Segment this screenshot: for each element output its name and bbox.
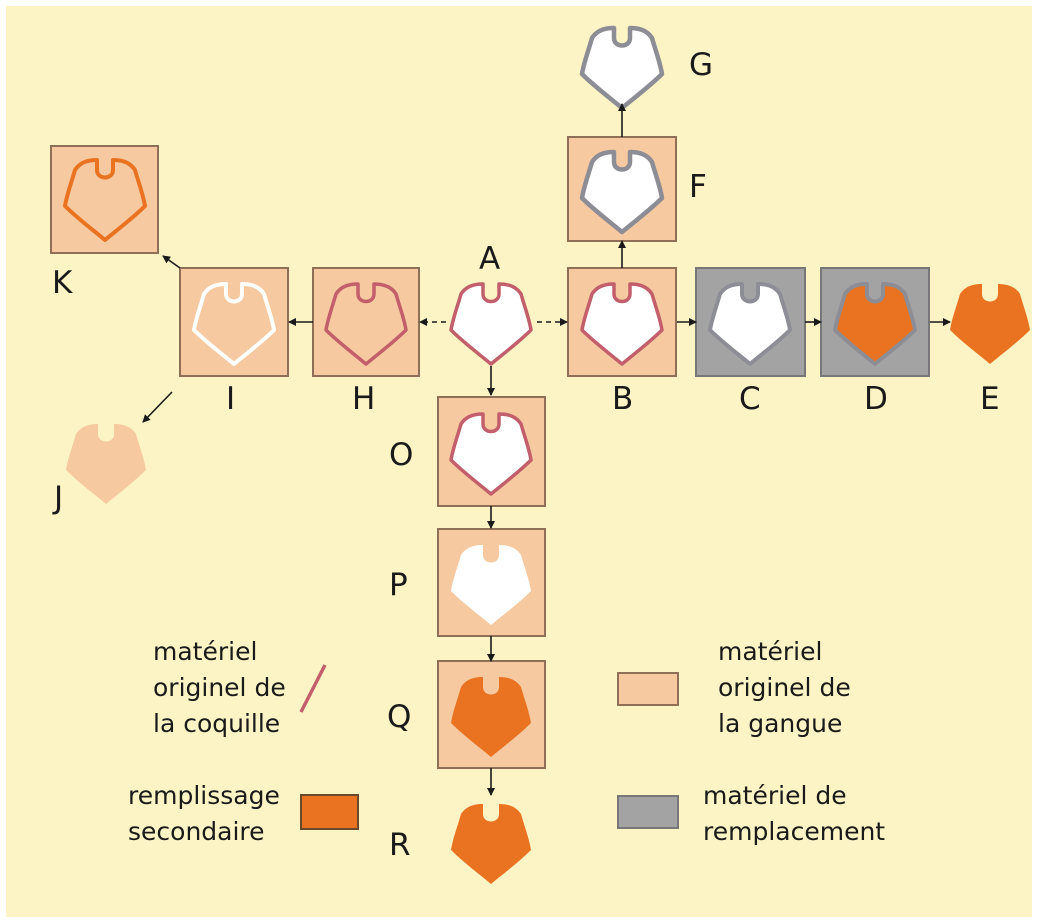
shell-e bbox=[950, 284, 1030, 364]
legend-swatch-matrix bbox=[617, 672, 679, 706]
stage-label-b: B bbox=[612, 381, 634, 417]
shell-o bbox=[449, 412, 533, 496]
stage-label-o: O bbox=[389, 437, 414, 473]
stage-label-r: R bbox=[389, 827, 411, 863]
shell-a bbox=[449, 282, 533, 366]
arrow-i-k bbox=[162, 255, 181, 269]
shell-f bbox=[579, 149, 665, 235]
stage-label-k: K bbox=[52, 265, 73, 301]
legend-swatch-secondary bbox=[300, 794, 359, 830]
arrow-i-j bbox=[142, 391, 173, 423]
legend-swatch-replacement bbox=[617, 795, 679, 829]
stage-label-d: D bbox=[864, 381, 888, 417]
shell-k bbox=[63, 158, 147, 242]
stage-label-g: G bbox=[689, 47, 714, 83]
shell-c bbox=[708, 282, 792, 366]
shell-q bbox=[451, 677, 531, 757]
legend-label-replacement: matériel de remplacement bbox=[703, 781, 886, 846]
stage-label-a: A bbox=[479, 241, 501, 277]
legend-swatch-shell bbox=[299, 664, 327, 713]
stage-label-q: Q bbox=[387, 699, 412, 735]
stage-label-i: I bbox=[226, 381, 236, 417]
legend-label-secondary: remplissage secondaire bbox=[128, 781, 280, 846]
stage-label-p: P bbox=[389, 567, 408, 603]
shell-g bbox=[579, 25, 665, 111]
shell-p bbox=[451, 545, 531, 625]
stage-label-f: F bbox=[689, 169, 707, 205]
stage-label-c: C bbox=[739, 381, 761, 417]
shell-r bbox=[451, 804, 531, 884]
arrows bbox=[142, 103, 951, 796]
shell-i bbox=[192, 282, 276, 366]
legend-label-matrix: matériel originel de la gangue bbox=[718, 637, 851, 738]
stage-label-e: E bbox=[980, 381, 1000, 417]
shell-d bbox=[833, 282, 917, 366]
shell-j bbox=[66, 424, 146, 504]
stage-label-h: H bbox=[352, 381, 376, 417]
legend-label-shell: matériel originel de la coquille bbox=[153, 637, 286, 738]
shell-b bbox=[580, 282, 664, 366]
stage-label-j: J bbox=[54, 480, 64, 516]
shell-h bbox=[324, 282, 408, 366]
